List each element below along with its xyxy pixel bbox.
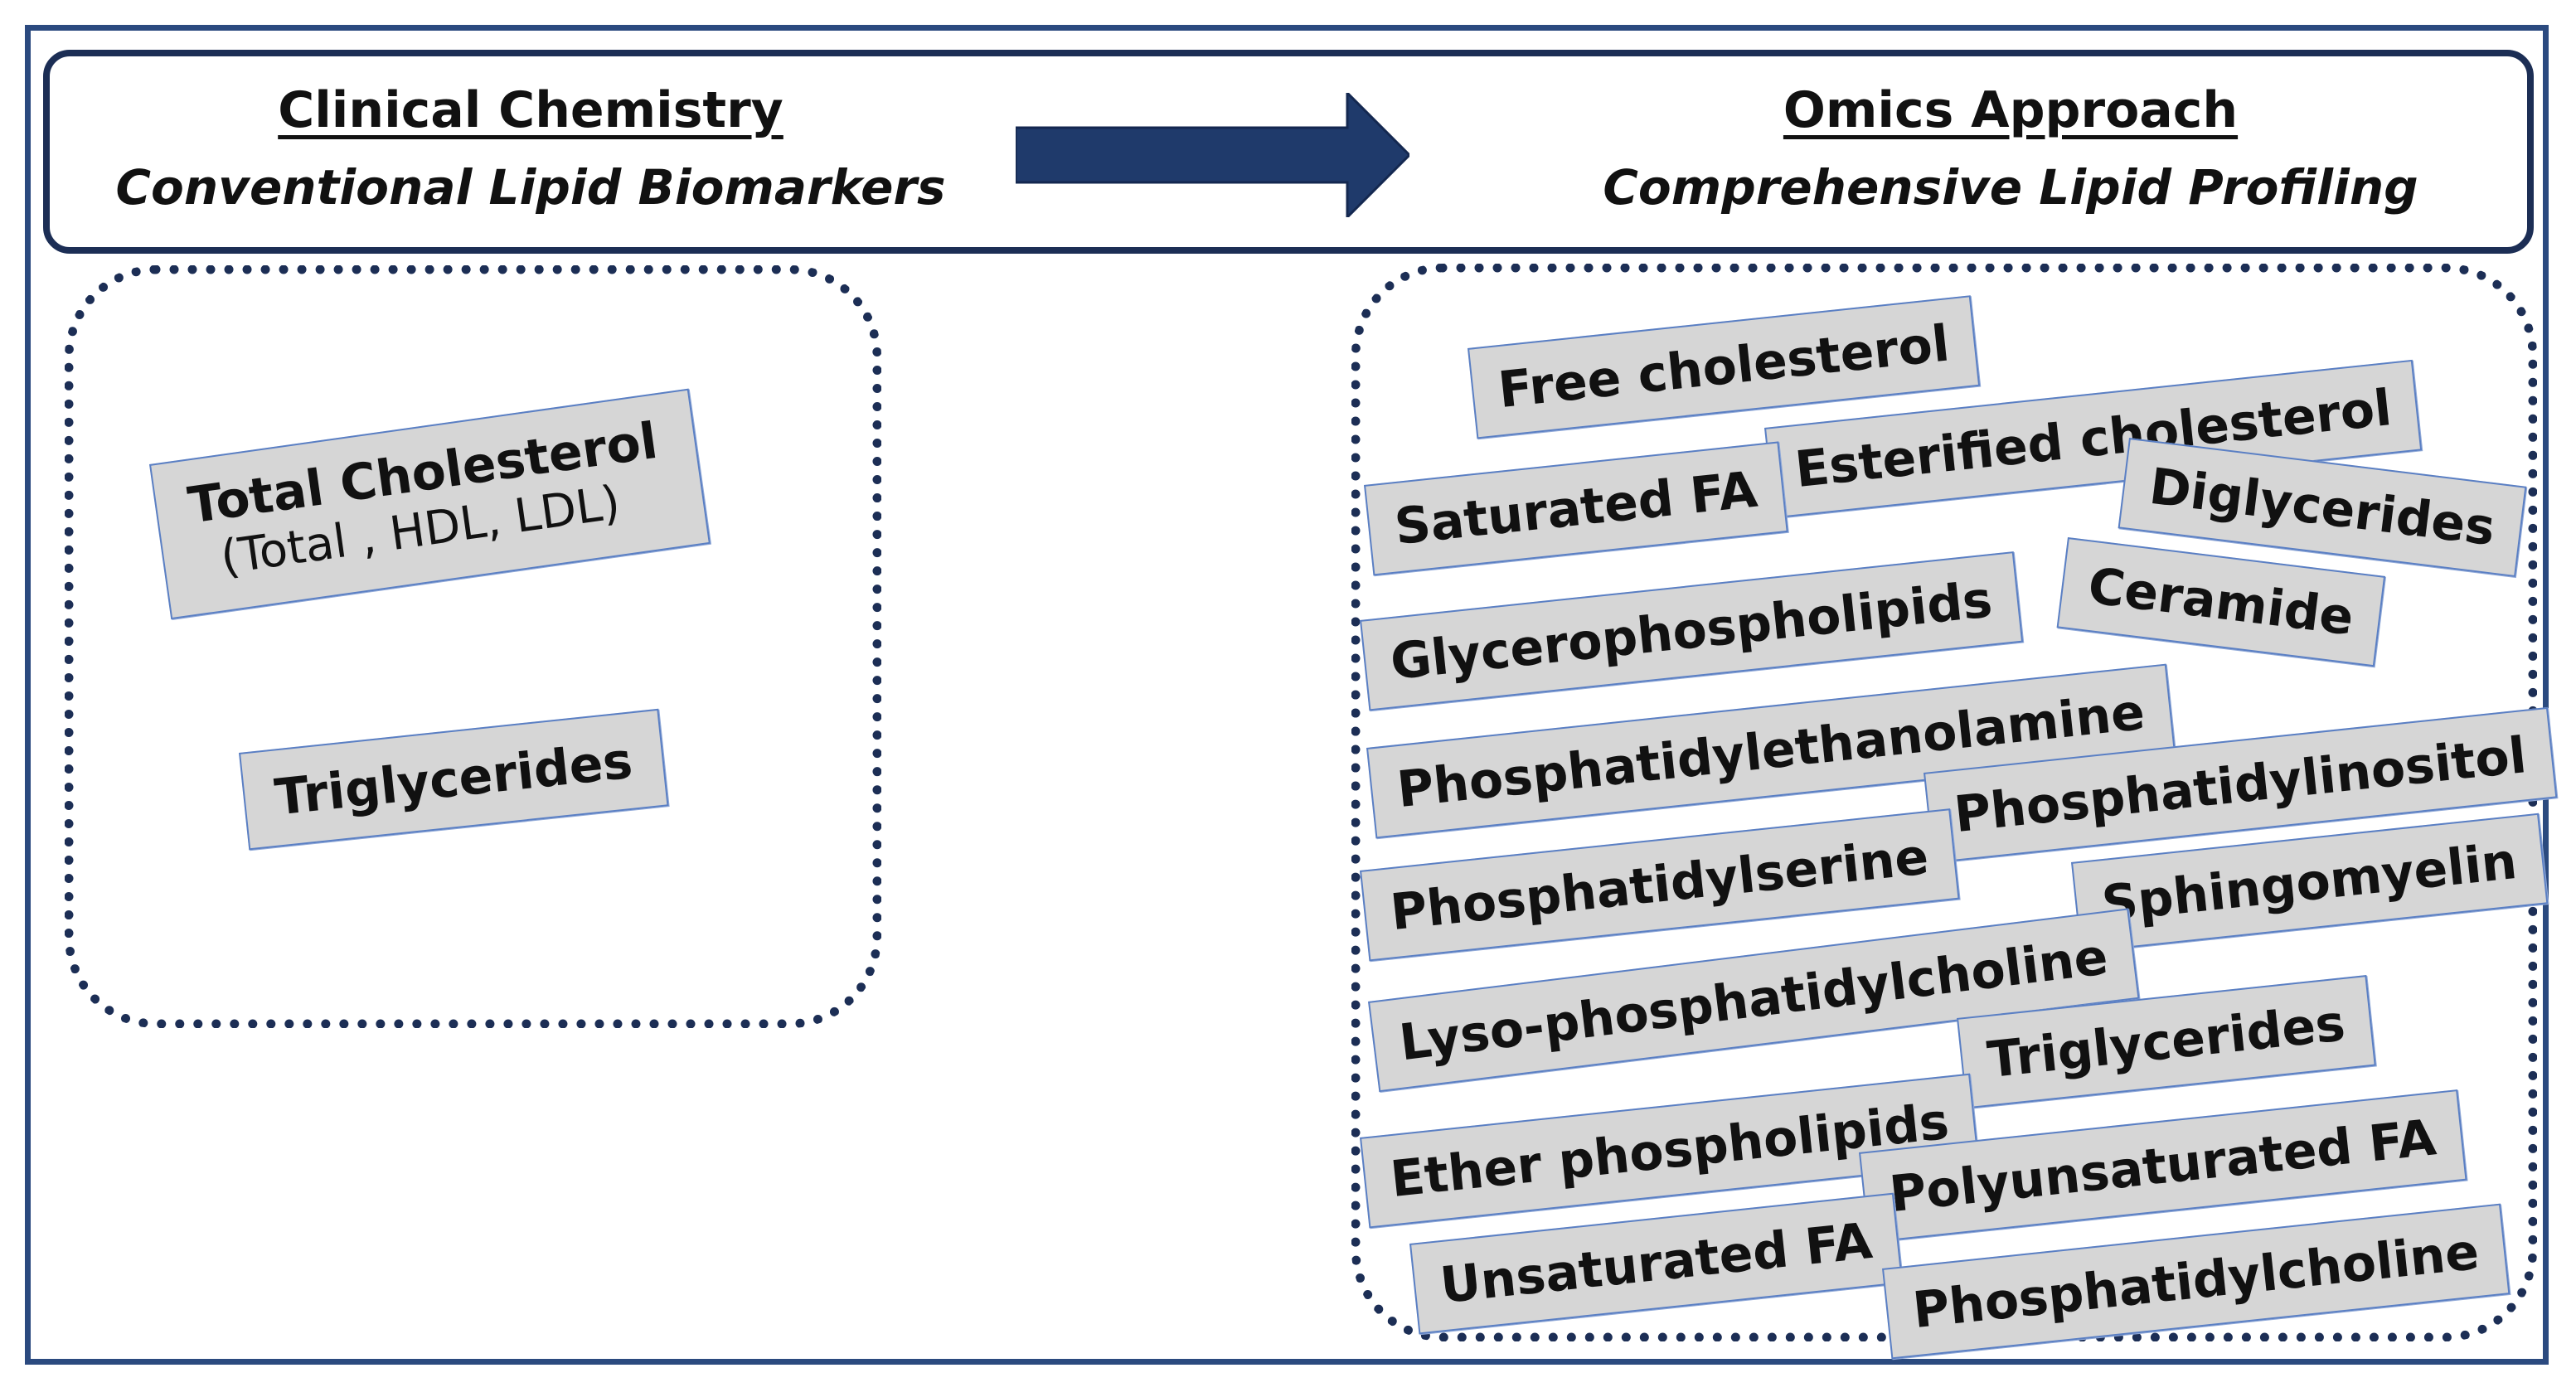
left-subheading: Conventional Lipid Biomarkers [115, 159, 946, 216]
outer-frame [25, 25, 2549, 1365]
left-heading: Clinical Chemistry [278, 81, 783, 139]
right-arrow-icon [1016, 93, 1409, 217]
conventional-biomarkers-box [65, 265, 881, 1028]
header-bar [43, 50, 2534, 254]
right-subheading: Comprehensive Lipid Profiling [1603, 159, 2418, 216]
right-heading: Omics Approach [1783, 81, 2239, 139]
